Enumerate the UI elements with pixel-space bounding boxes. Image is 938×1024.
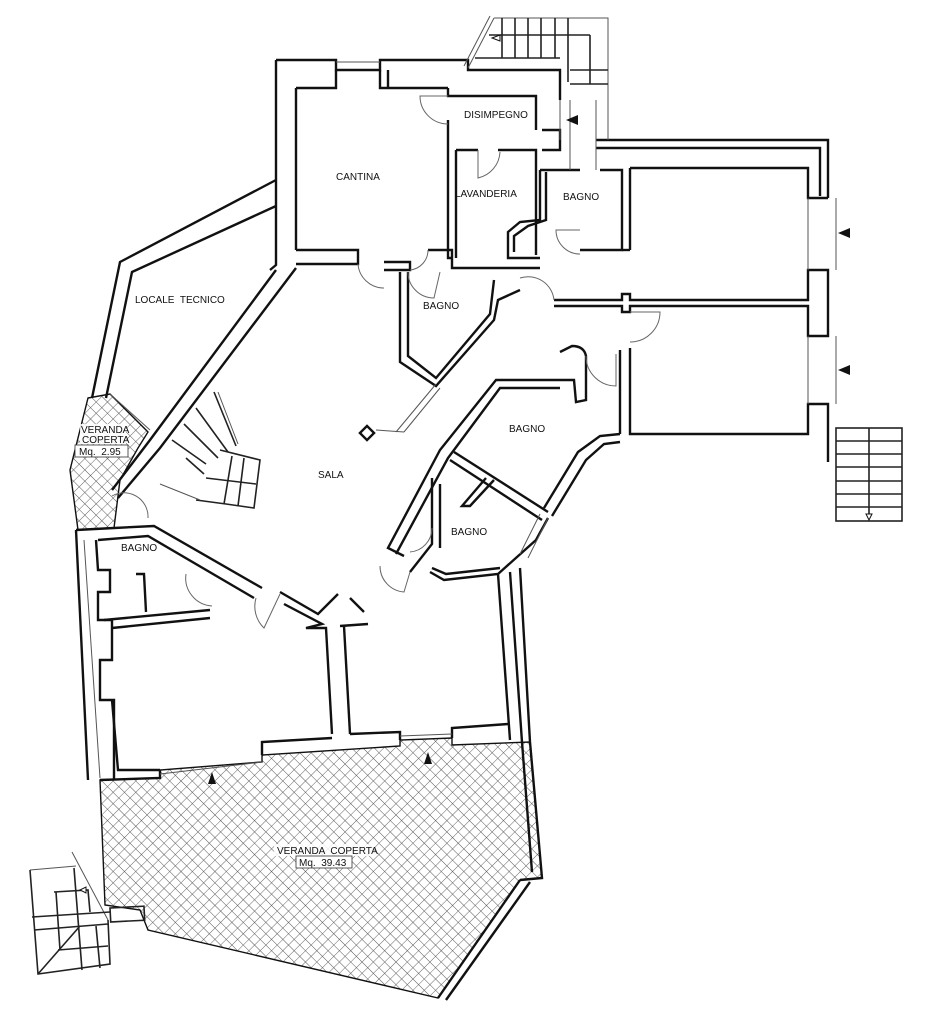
pillar bbox=[358, 424, 376, 442]
svg-text:VERANDA: VERANDA bbox=[81, 425, 130, 436]
room-label-lavanderia: LAVANDERIA bbox=[455, 189, 517, 200]
room-label-disimpegno: DISIMPEGNO bbox=[464, 110, 528, 121]
doors[interactable] bbox=[111, 95, 661, 629]
veranda-small-area bbox=[69, 393, 149, 531]
outer-walls bbox=[74, 58, 830, 1001]
external-stairs-right bbox=[835, 427, 903, 522]
svg-text:COPERTA: COPERTA bbox=[82, 435, 130, 446]
entry-arrow-icon bbox=[424, 752, 432, 764]
room-label-bagno: BAGNO bbox=[121, 543, 157, 554]
entry-arrow-icon bbox=[566, 115, 578, 125]
external-stairs-top bbox=[463, 15, 609, 140]
entry-arrow-icon bbox=[838, 228, 850, 238]
veranda-large-label: VERANDA COPERTA Mq. 39.43 bbox=[274, 844, 378, 869]
entrance-arrows bbox=[208, 115, 850, 784]
veranda-small-label: VERANDA COPERTA Mq. 2.95 bbox=[74, 424, 130, 458]
room-label-bagno: BAGNO bbox=[509, 424, 545, 435]
room-labels: DISIMPEGNO CANTINA LAVANDERIA BAGNO LOCA… bbox=[121, 110, 599, 554]
external-stairs-bottom-left bbox=[29, 851, 146, 975]
svg-text:VERANDA COPERTA: VERANDA COPERTA bbox=[277, 846, 378, 857]
room-label-locale-tecnico: LOCALE TECNICO bbox=[135, 295, 225, 306]
window-lines bbox=[83, 61, 837, 779]
room-label-bagno: BAGNO bbox=[563, 192, 599, 203]
room-label-bagno: BAGNO bbox=[451, 527, 487, 538]
svg-text:Mq. 2.95: Mq. 2.95 bbox=[79, 447, 121, 458]
room-label-cantina: CANTINA bbox=[336, 172, 380, 183]
interior-stairs bbox=[159, 391, 261, 509]
room-label-sala: SALA bbox=[318, 470, 344, 481]
room-label-bagno: BAGNO bbox=[423, 301, 459, 312]
svg-text:Mq. 39.43: Mq. 39.43 bbox=[299, 858, 347, 869]
entry-arrow-icon bbox=[208, 772, 216, 784]
entry-arrow-icon bbox=[838, 365, 850, 375]
